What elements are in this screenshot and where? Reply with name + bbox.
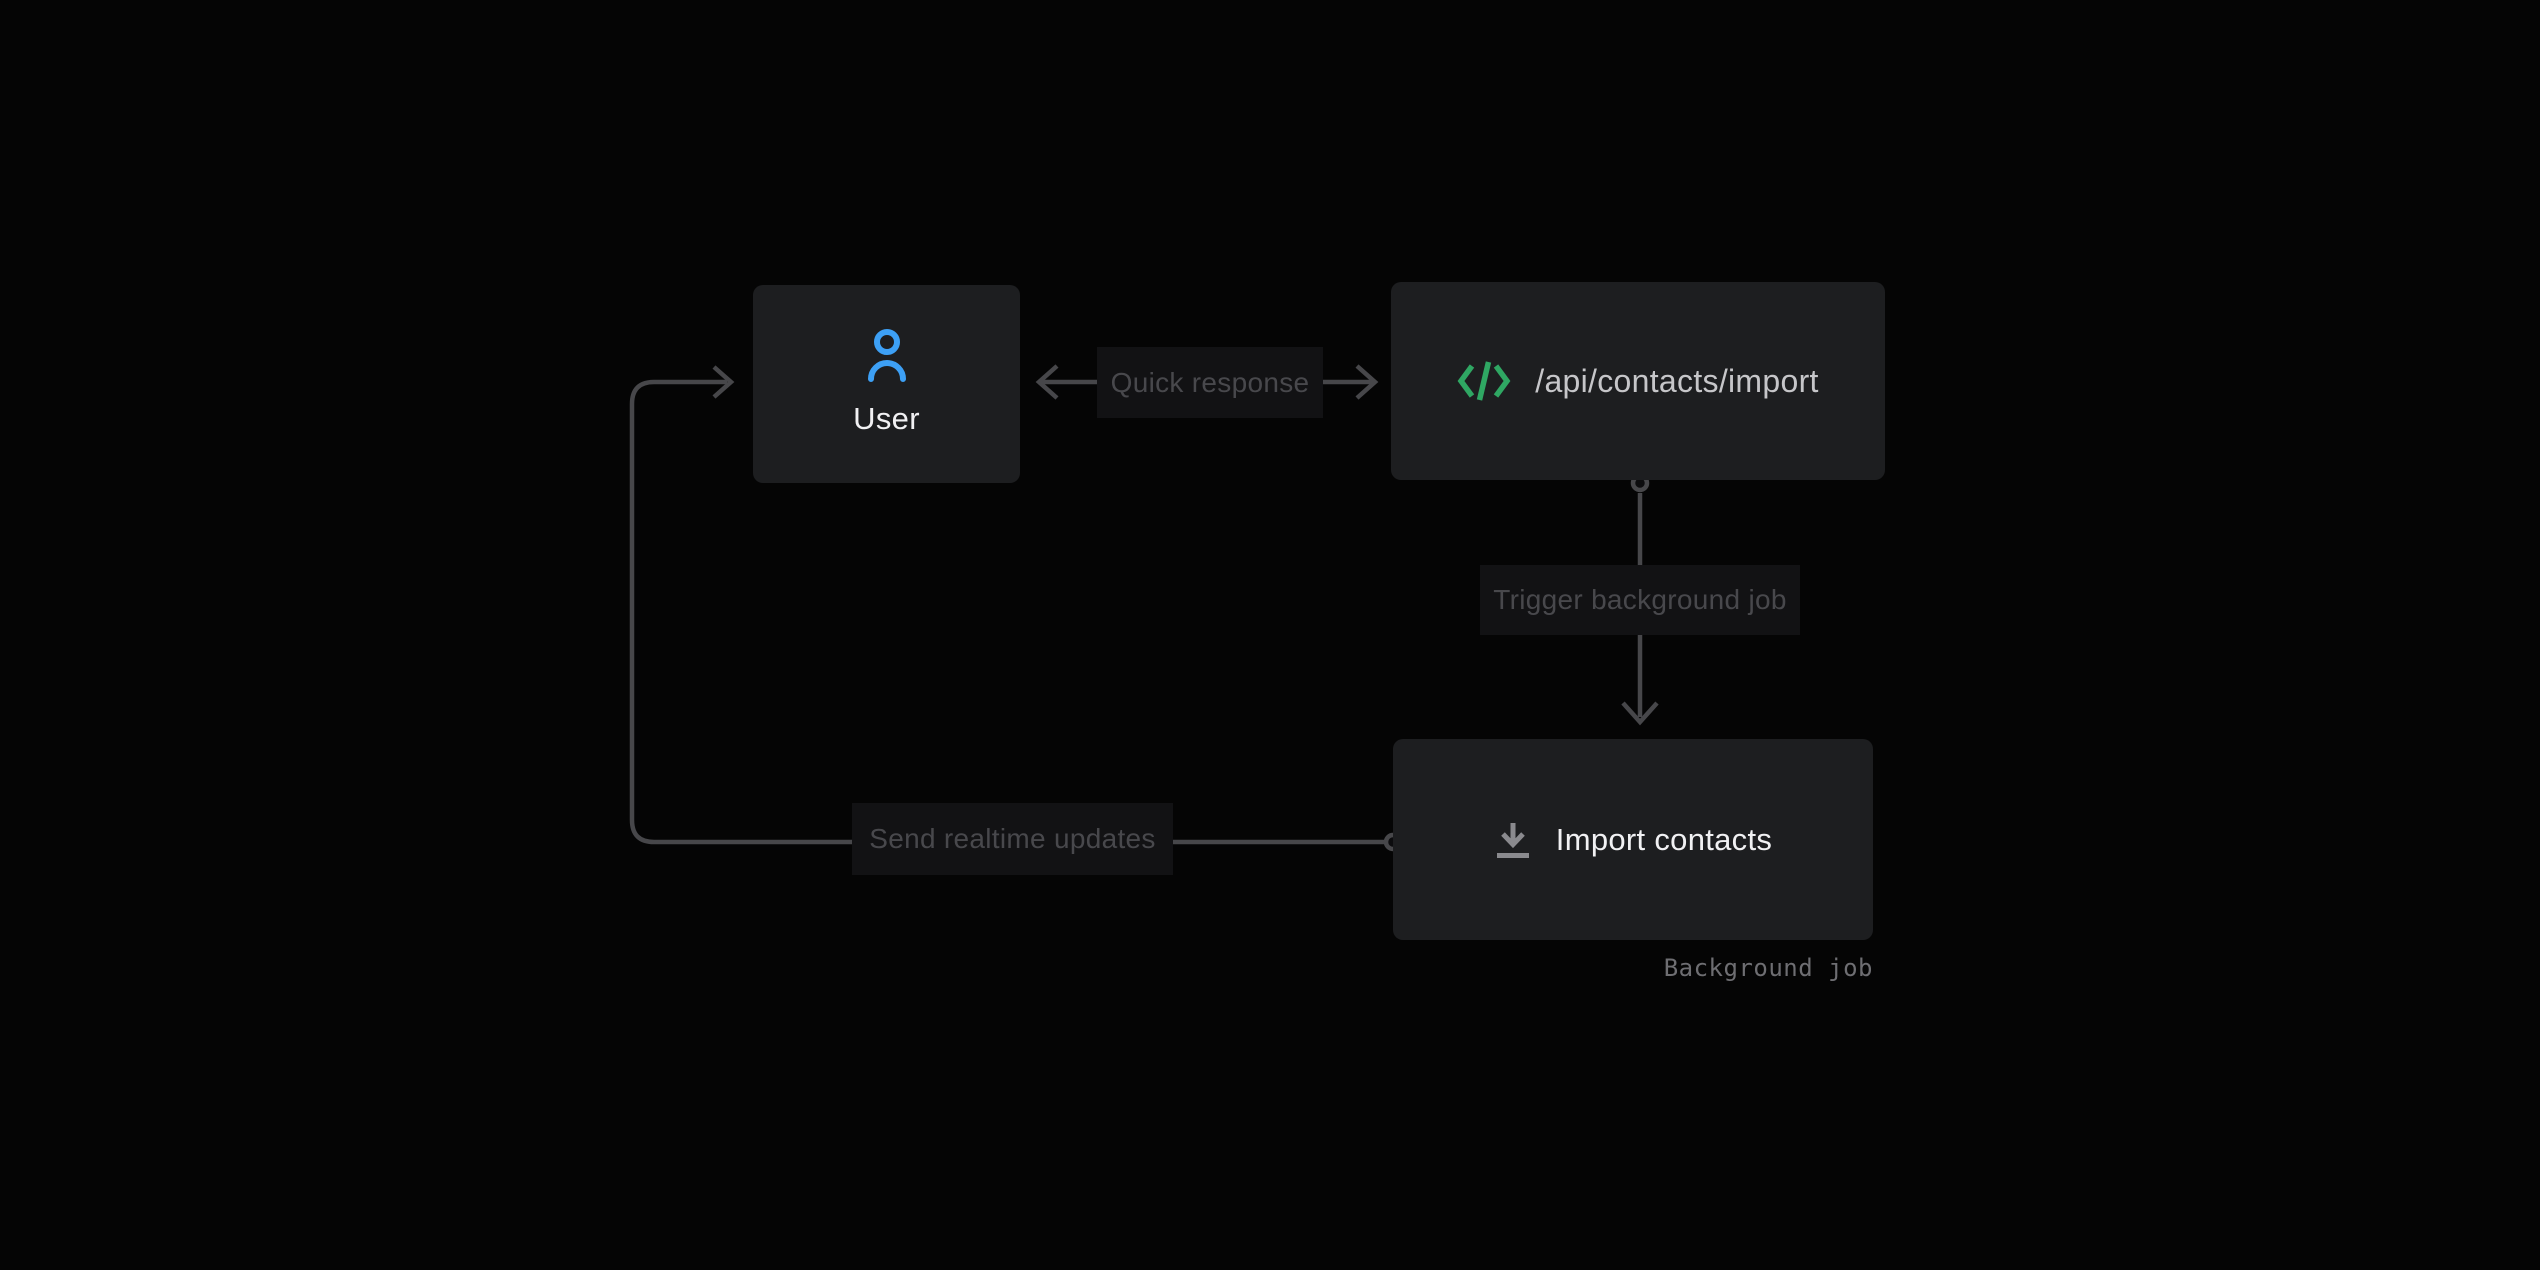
download-icon [1496,822,1529,858]
background-job-annotation: Background job [1663,954,1873,982]
node-user: User [753,285,1020,483]
node-import-label: Import contacts [1555,822,1773,857]
edge-label-quick-response: Quick response [1097,347,1323,418]
node-api-endpoint: /api/contacts/import [1391,282,1885,480]
node-api-label: /api/contacts/import [1535,363,1819,399]
code-icon [1457,361,1511,401]
node-user-label: User [853,400,920,436]
edge-label-trigger-job: Trigger background job [1480,565,1800,635]
person-icon [867,328,906,382]
node-import-contacts: Import contacts [1393,739,1873,940]
edge-label-realtime-updates: Send realtime updates [852,803,1173,875]
